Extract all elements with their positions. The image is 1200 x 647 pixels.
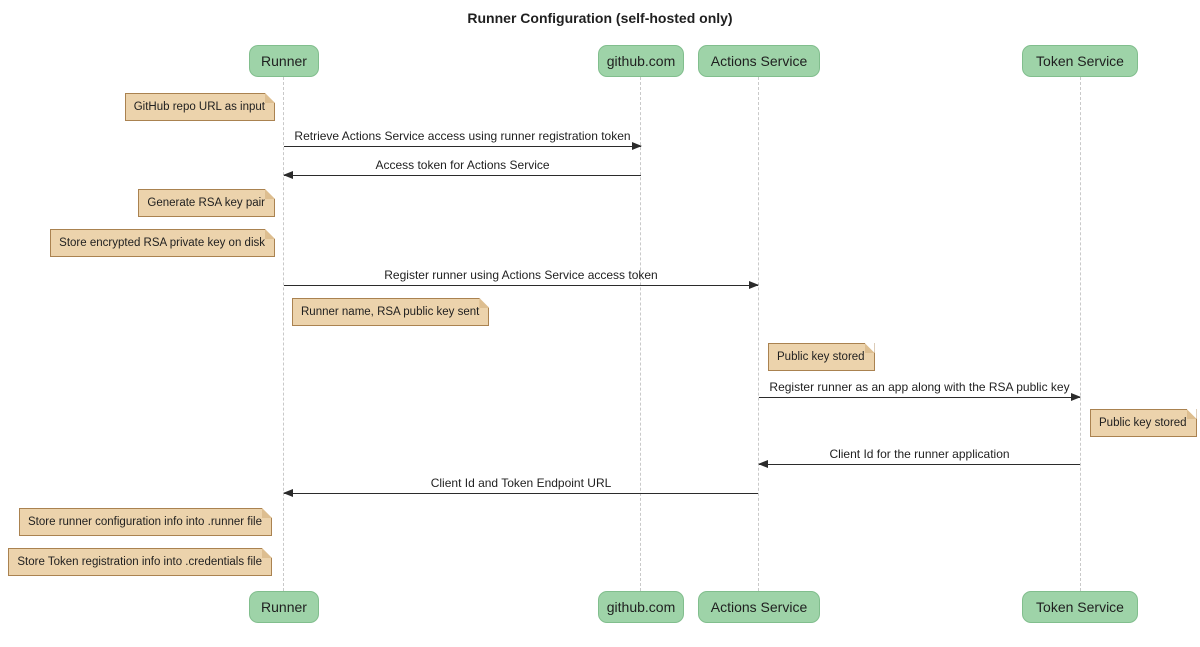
message-access-token-returned: Access token for Actions Service <box>283 158 641 180</box>
participant-runner-bottom: Runner <box>249 591 319 623</box>
message-register-runner-app: Register runner as an app along with the… <box>759 380 1081 402</box>
participant-actions-bottom: Actions Service <box>698 591 820 623</box>
participant-actions-top: Actions Service <box>698 45 820 77</box>
message-line <box>284 175 641 176</box>
participant-token-bottom: Token Service <box>1022 591 1138 623</box>
note-store-private-key: Store encrypted RSA private key on disk <box>50 229 275 257</box>
message-line <box>284 146 641 147</box>
note-public-key-stored-actions: Public key stored <box>768 343 875 371</box>
participant-github-top: github.com <box>598 45 684 77</box>
message-label: Access token for Actions Service <box>375 158 550 172</box>
message-label: Register runner as an app along with the… <box>769 380 1070 394</box>
message-label: Client Id and Token Endpoint URL <box>430 476 612 490</box>
message-line <box>759 464 1080 465</box>
message-client-id-endpoint: Client Id and Token Endpoint URL <box>283 476 758 498</box>
lifeline-actions-service <box>758 77 759 591</box>
arrowhead-left-icon <box>758 460 768 468</box>
participant-runner-top: Runner <box>249 45 319 77</box>
arrowhead-right-icon <box>1071 393 1081 401</box>
note-runner-name-pubkey: Runner name, RSA public key sent <box>292 298 490 326</box>
note-github-repo-url: GitHub repo URL as input <box>124 93 275 121</box>
message-label: Retrieve Actions Service access using ru… <box>294 129 631 143</box>
arrowhead-right-icon <box>632 142 642 150</box>
message-retrieve-actions-access: Retrieve Actions Service access using ru… <box>284 129 642 151</box>
message-register-runner: Register runner using Actions Service ac… <box>284 268 759 290</box>
diagram-title: Runner Configuration (self-hosted only) <box>467 10 733 26</box>
arrowhead-left-icon <box>283 171 293 179</box>
lifeline-token-service <box>1080 77 1081 591</box>
arrowhead-left-icon <box>283 489 293 497</box>
note-public-key-stored-token: Public key stored <box>1090 409 1197 437</box>
lifeline-runner <box>283 77 284 591</box>
arrowhead-right-icon <box>749 281 759 289</box>
lifeline-github <box>640 77 641 591</box>
note-store-runner-file: Store runner configuration info into .ru… <box>19 508 272 536</box>
participant-github-bottom: github.com <box>598 591 684 623</box>
note-generate-rsa-keypair: Generate RSA key pair <box>138 189 275 217</box>
message-line <box>759 397 1080 398</box>
participant-token-top: Token Service <box>1022 45 1138 77</box>
message-line <box>284 285 758 286</box>
note-store-credentials-file: Store Token registration info into .cred… <box>8 548 272 576</box>
message-label: Client Id for the runner application <box>829 447 1010 461</box>
message-line <box>284 493 758 494</box>
message-client-id-returned: Client Id for the runner application <box>758 447 1080 469</box>
message-label: Register runner using Actions Service ac… <box>384 268 658 282</box>
